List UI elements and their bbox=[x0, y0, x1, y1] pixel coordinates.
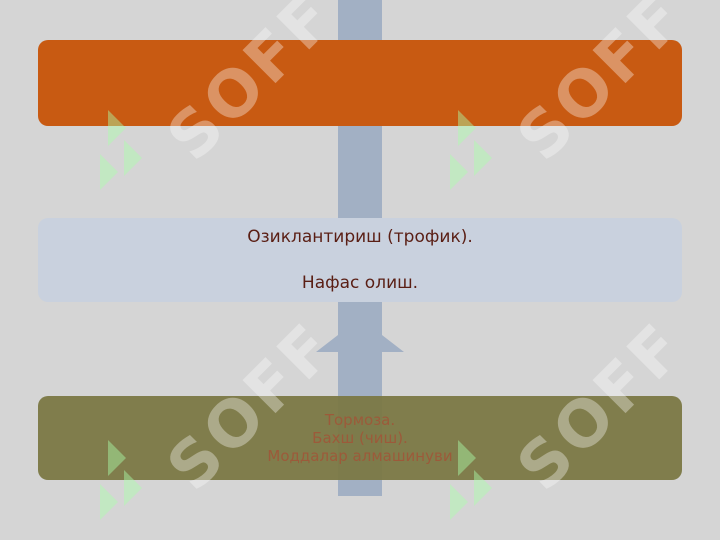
arrow-head-up bbox=[316, 318, 404, 352]
watermark-logo-icon bbox=[450, 440, 492, 520]
middle-box: Озиклантириш (трофик). Нафас олиш. bbox=[38, 218, 682, 302]
middle-box-line-1: Озиклантириш (трофик). bbox=[247, 227, 473, 247]
watermark-logo-icon bbox=[100, 440, 142, 520]
watermark-logo-icon bbox=[100, 110, 142, 190]
top-box bbox=[38, 40, 682, 126]
bottom-box: Тормоза. Бахш (чиш). Моддалар алмашинуви bbox=[38, 396, 682, 480]
middle-box-line-2: Нафас олиш. bbox=[301, 273, 419, 293]
bottom-box-line-3: Моддалар алмашинуви bbox=[267, 447, 453, 465]
bottom-box-line-2: Бахш (чиш). bbox=[312, 429, 408, 447]
watermark-logo-icon bbox=[450, 110, 492, 190]
bottom-box-line-1: Тормоза. bbox=[324, 411, 396, 429]
